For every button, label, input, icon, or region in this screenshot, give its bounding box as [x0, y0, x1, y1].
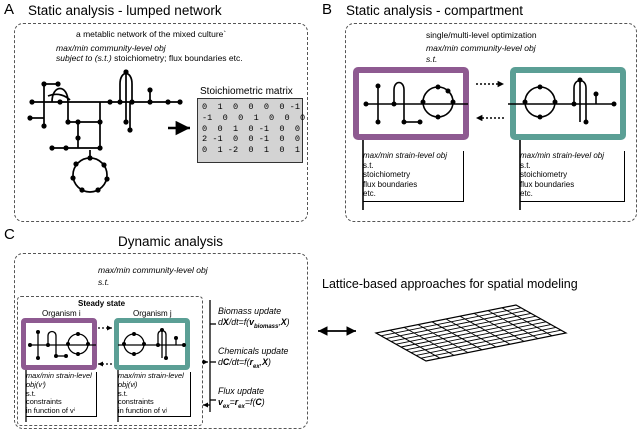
matrix-row: 0 1 -2 0 1 0 1: [202, 145, 300, 156]
panel-a-title: Static analysis - lumped network: [28, 3, 222, 18]
panel-b-st: s.t.: [426, 54, 438, 64]
panel-b-box: [345, 23, 637, 222]
panel-a-constraint-rest: stoichiometry; flux boundaries etc.: [111, 53, 243, 63]
matrix-row: 0 1 0 0 0 0 -1: [202, 102, 300, 112]
panel-c-title: Dynamic analysis: [118, 234, 224, 249]
panel-a-constraints: subject to (s.t.) stoichiometry; flux bo…: [56, 53, 243, 63]
updates-block: Biomass update dX/dt=f(vbiomass,X) Chemi…: [218, 306, 308, 412]
org-j-line: constraints: [118, 397, 154, 407]
lattice-line: [415, 326, 557, 356]
organism-i-constraints: max/min strain-level obj(vⁱ) s.t. constr…: [26, 371, 97, 417]
org2-constraints: max/min strain-level obj s.t. stoichiome…: [520, 151, 625, 202]
organism-j-compartment: [114, 318, 190, 370]
panel-a-box: [14, 23, 308, 222]
org-i-line: constraints: [26, 397, 62, 407]
biomass-update-title: Biomass update: [218, 306, 282, 316]
panel-b-objective: max/min community-level obj: [426, 43, 536, 53]
org1-line: max/min strain-level obj: [363, 151, 448, 160]
panel-c-objective: max/min community-level obj: [98, 265, 208, 275]
lattice-line: [473, 313, 525, 342]
org2-line: flux boundaries: [520, 179, 575, 189]
lattice-grid: [374, 304, 568, 362]
steady-state-label: Steady state: [78, 299, 126, 308]
steady-state-box: [17, 296, 203, 426]
flux-update-eq: vex=rex=f(C): [218, 396, 265, 410]
org2-line: etc.: [520, 189, 533, 199]
organism-j-constraints: max/min strain-level obj(vʲ) s.t. constr…: [118, 371, 191, 417]
org1-line: s.t.: [363, 160, 374, 170]
organism-i-label: Organism i: [42, 309, 81, 318]
org2-line: max/min strain-level obj: [520, 151, 605, 160]
lattice-line: [405, 321, 547, 351]
chemicals-update-title: Chemicals update: [218, 345, 289, 356]
lattice-title: Lattice-based approaches for spatial mod…: [322, 277, 578, 291]
panel-c-box: [14, 253, 308, 429]
org1-line: flux boundaries: [363, 179, 418, 189]
org1-line: etc.: [363, 189, 376, 199]
panel-b-title: Static analysis - compartment: [346, 3, 524, 18]
org-i-line: max/min strain-level: [26, 371, 92, 380]
lattice-line: [420, 329, 562, 359]
stoichiometric-matrix: 0 1 0 0 0 0 -1 -1 0 0 1 0 0 0 0 0 1 0 -1…: [197, 98, 305, 163]
panel-a-constraint-prefix: subject to (s.t.): [56, 53, 112, 63]
matrix-title: Stoichiometric matrix: [200, 86, 293, 97]
org2-line: s.t.: [520, 160, 531, 170]
panel-a-subtitle: a metablic network of the mixed culture`: [76, 29, 227, 39]
lattice-line: [459, 315, 511, 345]
lattice-line: [501, 307, 553, 337]
panel-b-letter: B: [322, 1, 333, 18]
panel-a-letter: A: [4, 1, 15, 18]
lattice-line: [487, 310, 539, 339]
org2-line: stoichiometry: [520, 170, 568, 180]
org1-line: stoichiometry: [363, 170, 411, 180]
lumped-network: [30, 72, 180, 193]
panel-b-subtitle: single/multi-level optimization: [426, 30, 537, 40]
org1-constraints: max/min strain-level obj s.t. stoichiome…: [363, 151, 464, 202]
organism-j-label: Organism j: [133, 309, 172, 318]
organism-i-compartment: [21, 318, 97, 370]
org-j-line: in function of vʲ: [118, 406, 167, 416]
matrix-row: 0 0 1 0 -1 0 0: [202, 123, 300, 134]
org-i-line: obj(vⁱ): [26, 379, 46, 389]
panel-c-st: s.t.: [98, 277, 110, 287]
lattice-line: [400, 318, 542, 348]
org-i-line: s.t.: [26, 388, 36, 398]
panel-c-letter: C: [4, 226, 15, 243]
org-j-line: max/min strain-level: [118, 371, 184, 380]
org-i-line: in function of vⁱ: [26, 406, 75, 416]
flux-update-title: Flux update: [218, 385, 264, 396]
biomass-update-eq: dX/dt=f(vbiomass,X): [218, 317, 290, 330]
chemicals-update-eq: dC/dt=f(rex,X): [218, 356, 271, 370]
panel-a-objective: max/min community-level obj: [56, 43, 166, 53]
matrix-row: 2 -1 0 0 -1 0 0: [202, 134, 300, 145]
org-j-line: s.t.: [118, 388, 128, 398]
lumped-network-nodes: [27, 69, 183, 193]
lattice-line: [410, 324, 552, 354]
org-j-line: obj(vʲ): [118, 379, 138, 389]
